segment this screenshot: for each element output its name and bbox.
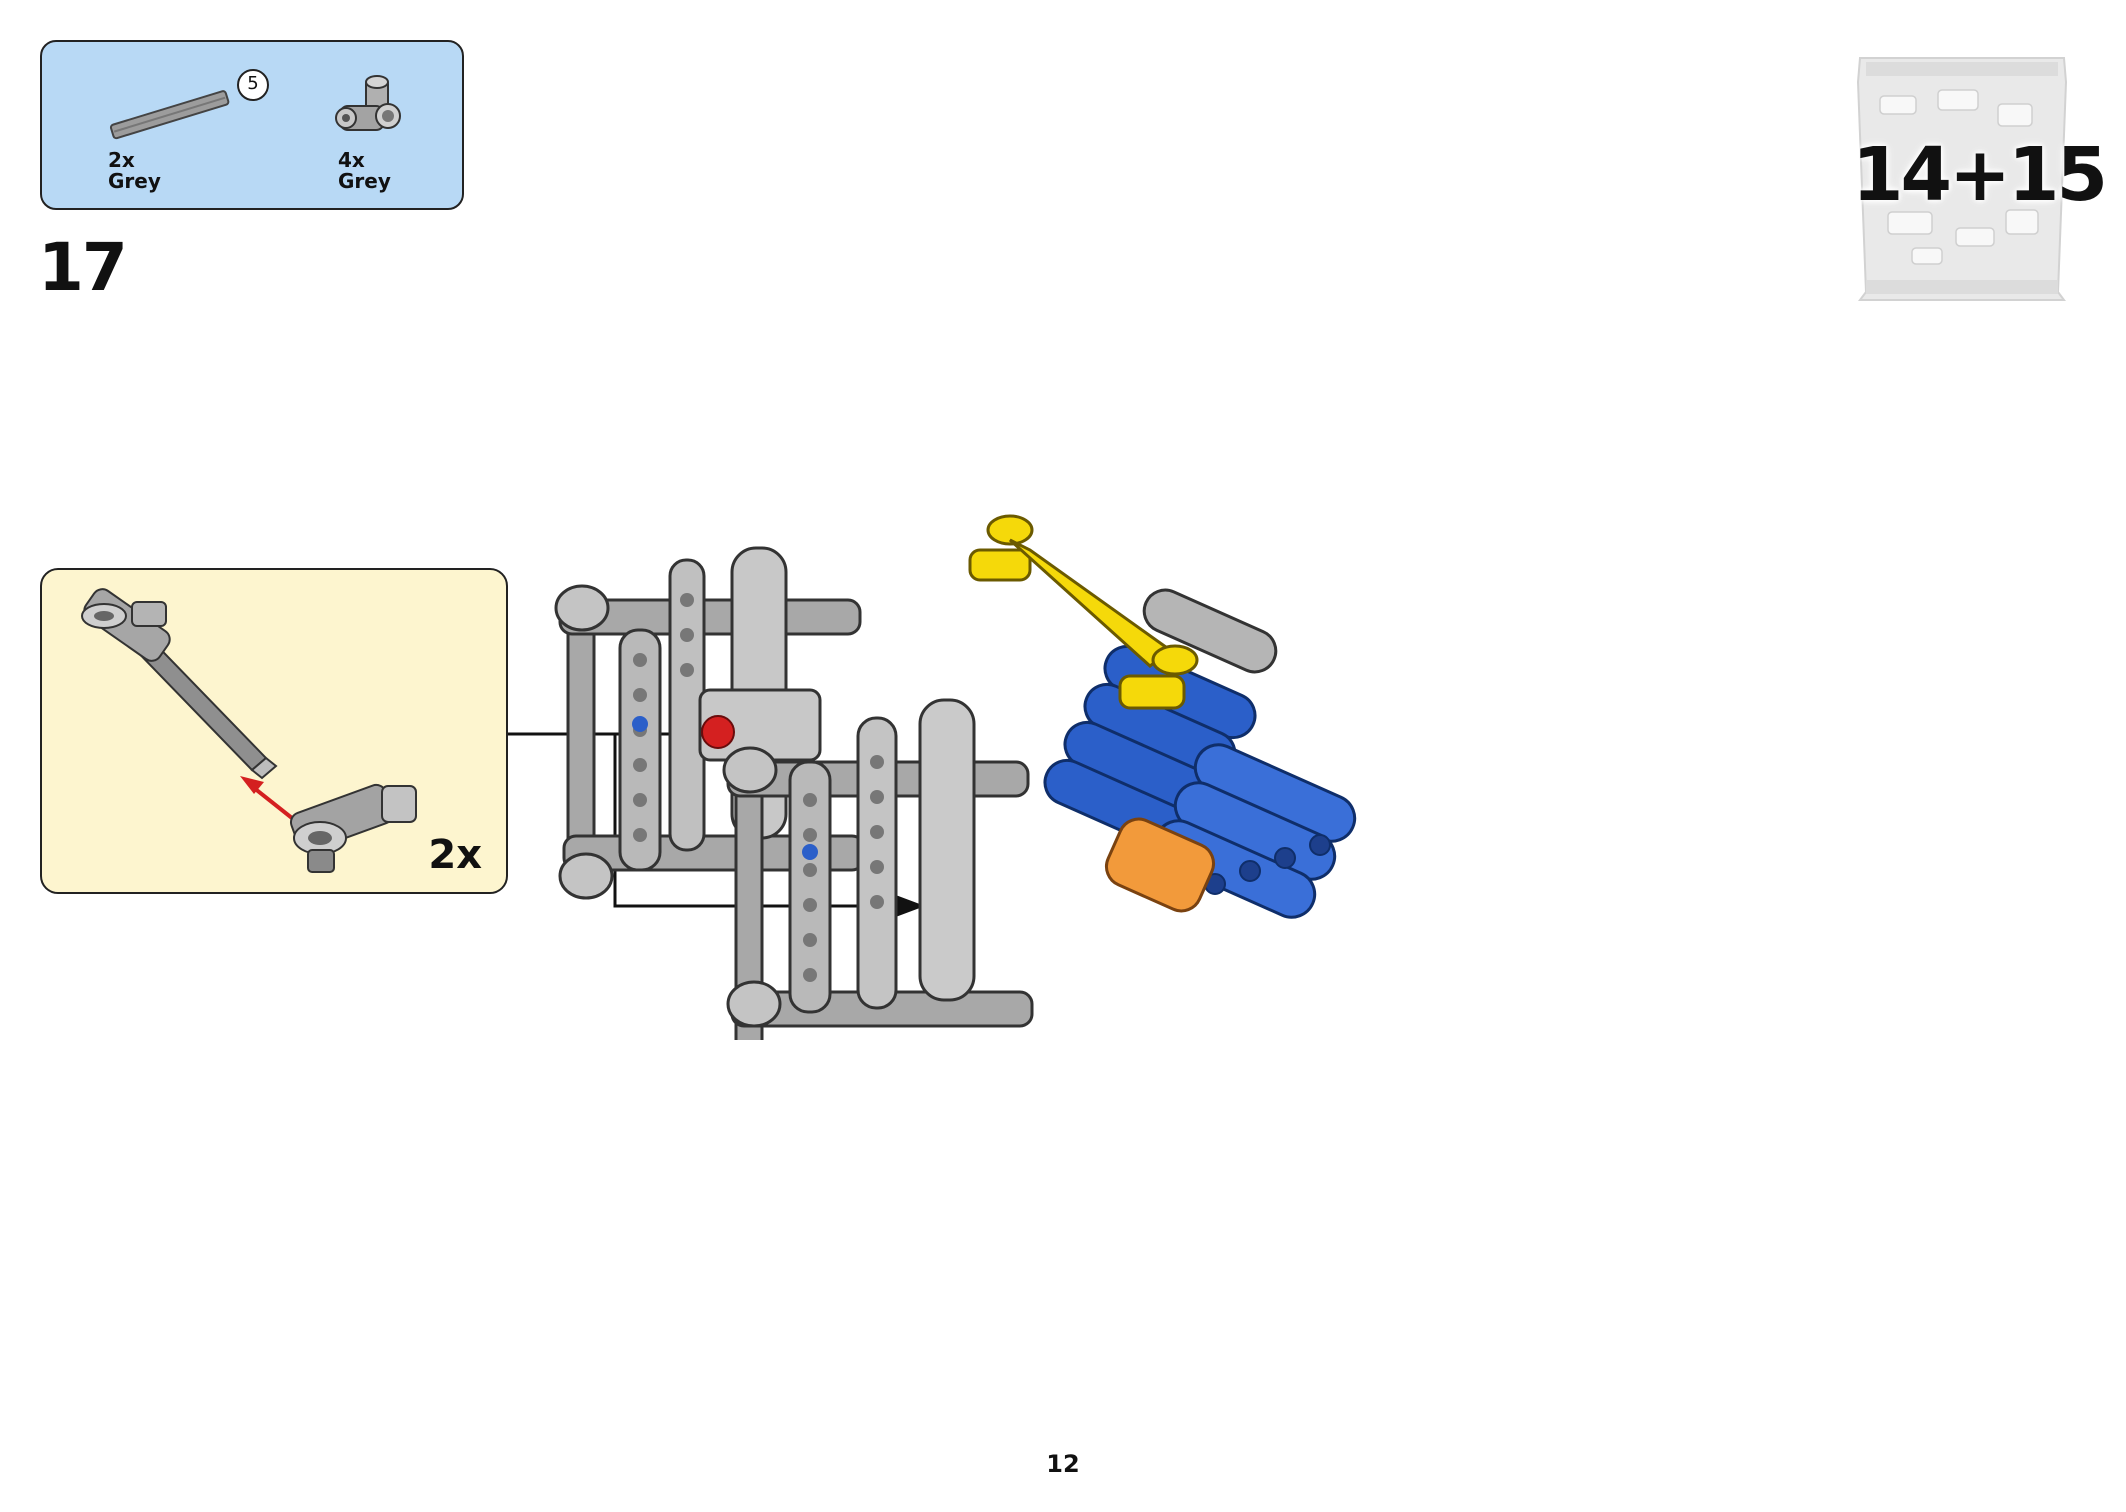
parts-item-angle-connector xyxy=(332,72,406,142)
step-number: 17 xyxy=(38,229,128,306)
parts-bag: 14+15 xyxy=(1852,52,2108,304)
page-number: 12 xyxy=(1046,1450,1080,1478)
main-model xyxy=(500,500,1400,1052)
bag-label: 14+15 xyxy=(1852,132,2108,218)
axle-length-badge: 5 xyxy=(236,68,270,102)
parts-list-panel: 5 2x Grey 4x Grey xyxy=(40,40,464,210)
parts-item-qty: 4x xyxy=(338,148,365,172)
sub-assembly-multiplier: 2x xyxy=(428,832,482,878)
main-model-illustration xyxy=(554,514,1357,1052)
parts-item-color: Grey xyxy=(108,169,161,193)
parts-item-color: Grey xyxy=(338,169,391,193)
axle-icon xyxy=(109,90,230,140)
sub-assembly-callout: 2x xyxy=(40,568,508,894)
parts-bag-icon xyxy=(1856,57,2068,301)
parts-item-qty: 2x xyxy=(108,148,135,172)
front-grey-frame xyxy=(722,698,1034,1052)
angle-connector-icon xyxy=(335,75,401,131)
sub-assembly-icon xyxy=(81,588,417,873)
parts-item-axle xyxy=(102,72,232,152)
yellow-frame xyxy=(968,514,1199,710)
